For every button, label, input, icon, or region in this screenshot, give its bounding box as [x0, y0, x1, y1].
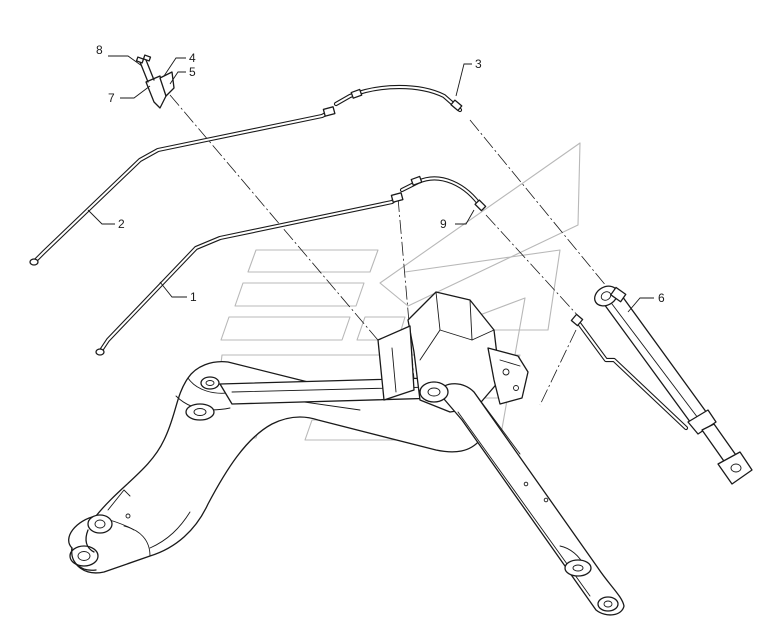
callout-4: 4	[189, 51, 196, 65]
side-arm	[419, 381, 625, 616]
callout-8: 8	[96, 43, 103, 57]
callout-3: 3	[475, 57, 482, 71]
callout-1: 1	[190, 290, 197, 304]
leader-lines	[87, 55, 654, 313]
callout-7: 7	[108, 91, 115, 105]
hydraulic-tube-2	[29, 106, 336, 266]
callout-labels: 8 4 5 7 3 2 1 9 6	[96, 43, 665, 305]
hydraulic-tube-1	[95, 192, 404, 356]
callout-2: 2	[118, 217, 125, 231]
callout-6: 6	[658, 291, 665, 305]
hydraulic-hose-3	[333, 84, 463, 113]
hydraulic-hose-9	[399, 175, 487, 212]
clamp-assembly	[135, 54, 175, 109]
callout-5: 5	[189, 65, 196, 79]
hydraulic-cylinder	[570, 285, 753, 485]
callout-9: 9	[440, 217, 447, 231]
